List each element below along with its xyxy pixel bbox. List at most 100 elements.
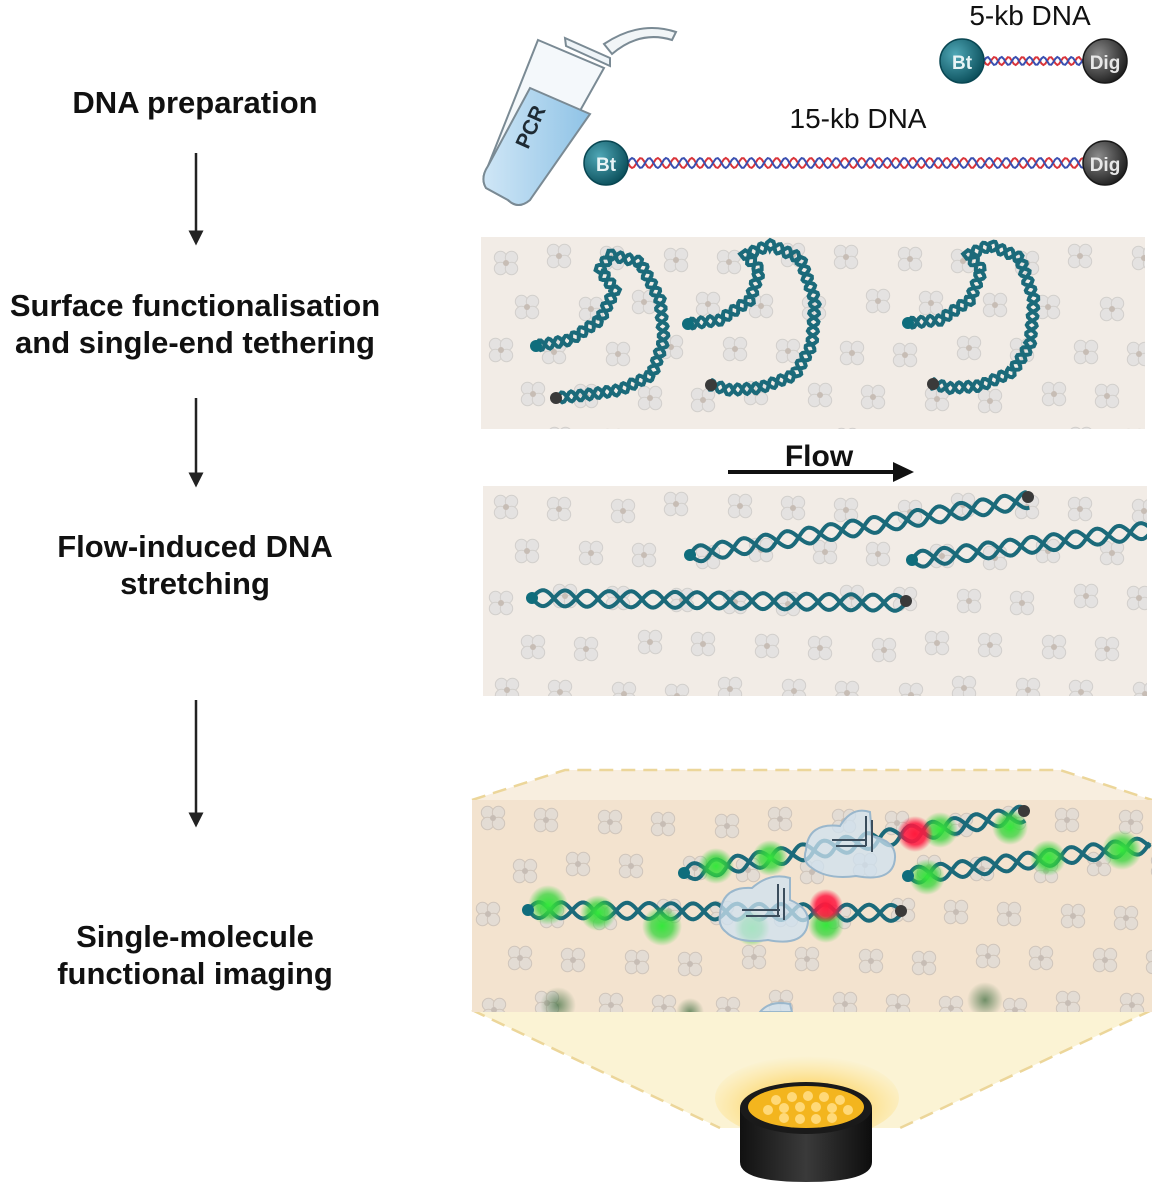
- dig-label: Dig: [1090, 155, 1121, 176]
- panel-surface-tethering: [481, 237, 1145, 457]
- surface-protein-shape: [663, 247, 689, 273]
- biotin-label: Bt: [952, 53, 973, 74]
- surface-protein-shape: [610, 498, 636, 524]
- surface-protein-shape: [547, 679, 573, 696]
- dna-5kb-label: 5-kb DNA: [969, 0, 1091, 31]
- step-label-line2: functional imaging: [57, 956, 333, 991]
- tilted-plane-top: [472, 770, 1152, 800]
- surface-protein-shape: [573, 636, 599, 662]
- surface-protein-shape: [1041, 381, 1067, 407]
- tethered-dna-coils: [534, 237, 1041, 405]
- surface-protein-shape: [514, 294, 540, 320]
- surface-protein-shape: [839, 340, 865, 366]
- surface-protein-shape: [520, 634, 546, 660]
- surface-protein-shape: [767, 806, 793, 832]
- surface-protein-shape: [1073, 583, 1099, 609]
- surface-protein-shape: [975, 943, 1001, 969]
- surface-protein-shape: [565, 851, 591, 877]
- surface-protein-shape: [597, 809, 623, 835]
- step-functional-imaging: Single-molecule functional imaging: [0, 918, 390, 992]
- surface-protein-shape: [1099, 296, 1125, 322]
- step-dna-preparation: DNA preparation: [0, 84, 390, 121]
- surface-protein-shape: [898, 682, 924, 696]
- surface-protein-shape: [918, 290, 944, 316]
- surface-protein-shape: [832, 991, 858, 1012]
- red-fluorescent-spots: [809, 816, 933, 923]
- dig-bead: [1082, 140, 1128, 186]
- surface-protein-shape: [1015, 677, 1041, 696]
- surface-protein-shape: [722, 336, 748, 362]
- surface-protein-shape: [956, 588, 982, 614]
- dig-label: Dig: [1090, 53, 1121, 74]
- surface-protein-shape: [578, 296, 604, 322]
- surface-protein-shape: [493, 494, 519, 520]
- surface-protein-shape: [899, 430, 922, 453]
- surface-protein-shape: [520, 381, 546, 407]
- surface-protein-shape: [605, 341, 631, 367]
- surface-protein-shape: [834, 680, 860, 696]
- surface-protein-shape: [718, 433, 741, 456]
- surface-protein-shape: [1126, 341, 1145, 367]
- surface-protein-shape: [794, 946, 820, 972]
- surface-protein-shape: [1054, 807, 1080, 833]
- dna-15kb: Bt Dig 15-kb DNA: [583, 103, 1128, 186]
- surface-protein-shape: [911, 950, 937, 976]
- surface-protein-shape: [807, 382, 833, 408]
- surface-protein-shape: [637, 385, 663, 411]
- surface-protein-shape: [714, 813, 740, 839]
- surface-protein-shape: [560, 947, 586, 973]
- surface-protein-shape: [598, 992, 624, 1012]
- surface-protein-shape: [1119, 992, 1145, 1012]
- step-label-line1: DNA preparation: [72, 85, 318, 120]
- surface-protein-shape: [781, 678, 807, 696]
- surface-protein-shape: [481, 997, 507, 1012]
- surface-protein-shape: [1131, 498, 1147, 524]
- surface-protein-shape: [677, 951, 703, 977]
- step-label-line1: Single-molecule: [76, 919, 314, 954]
- surface-protein-shape: [885, 993, 911, 1012]
- dna-5kb: Bt Dig 5-kb DNA: [939, 0, 1128, 84]
- surface-protein-shape: [1131, 245, 1145, 271]
- surface-protein-shape: [727, 493, 753, 519]
- surface-protein-shape: [514, 538, 540, 564]
- surface-protein-shape: [484, 434, 507, 457]
- surface-protein-shape: [950, 248, 976, 274]
- surface-protein-shape: [1016, 434, 1039, 457]
- surface-protein-shape: [507, 945, 533, 971]
- surface-protein-shape: [488, 337, 514, 363]
- surface-protein-shape: [1092, 947, 1118, 973]
- biotin-label: Bt: [596, 155, 617, 176]
- surface-protein-shape: [754, 633, 780, 659]
- surface-protein-shape: [1126, 428, 1142, 429]
- objective-lens-icon: [715, 1056, 899, 1182]
- surface-protein-shape: [624, 949, 650, 975]
- surface-protein-shape: [951, 675, 977, 696]
- surface-protein-shape: [618, 853, 644, 879]
- biotin-bead: [583, 140, 629, 186]
- surface-protein-shape: [1070, 426, 1092, 429]
- biotin-bead: [939, 38, 985, 84]
- surface-protein-shape: [1073, 339, 1099, 365]
- surface-protein-shape: [865, 288, 891, 314]
- surface-protein-shape: [715, 996, 741, 1012]
- surface-protein-shape: [833, 497, 859, 523]
- surface-protein-shape: [1094, 636, 1120, 662]
- surface-protein-shape: [837, 427, 857, 429]
- imaged-dna: [526, 804, 1152, 1012]
- surface-protein-shape: [833, 244, 859, 270]
- surface-protein-shape: [690, 387, 716, 413]
- surface-protein-shape: [1060, 903, 1086, 929]
- surface-protein-shape: [663, 491, 689, 517]
- step-flow-stretching: Flow-induced DNA stretching: [0, 528, 390, 602]
- surface-protein-shape: [549, 426, 571, 429]
- surface-protein-shape: [943, 899, 969, 925]
- surface-protein-shape: [651, 994, 677, 1012]
- surface-protein-shape: [1068, 679, 1094, 696]
- surface-protein-shape: [533, 807, 559, 833]
- surface-protein-shape: [1028, 945, 1054, 971]
- tether-beads: [530, 317, 939, 404]
- surface-protein-shape: [546, 496, 572, 522]
- surface-protein-shape: [665, 431, 688, 454]
- surface-protein-shape: [512, 858, 538, 884]
